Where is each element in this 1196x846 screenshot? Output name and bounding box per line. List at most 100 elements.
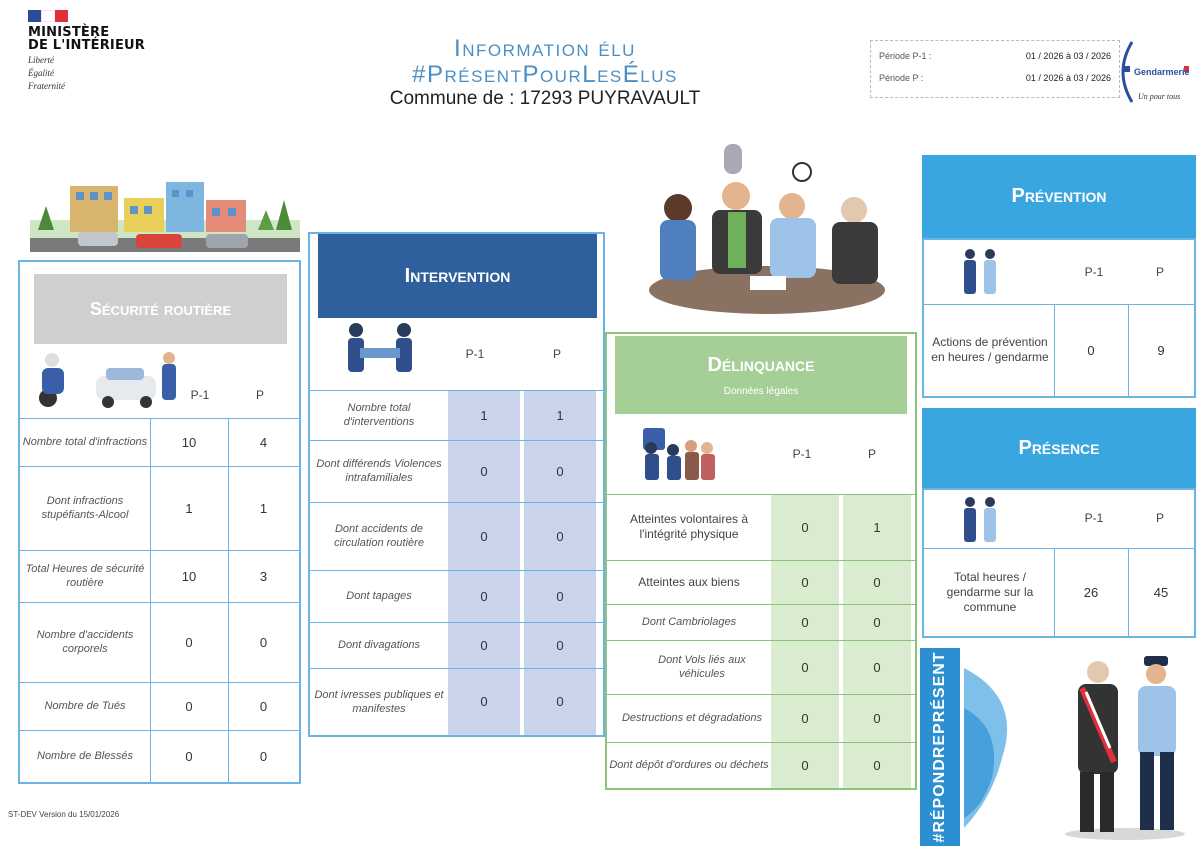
delinquance-row6-p: 0 [873, 757, 881, 773]
intervention-row5-p: 0 [556, 637, 564, 653]
securite-row5-p1: 0 [185, 698, 193, 714]
securite-row3-label: Total Heures de sécurité routière [25, 563, 145, 589]
prevention-panel: P-1 P Actions de prévention en heures / … [922, 238, 1196, 398]
delinquance-subtitle: Données légales [723, 386, 799, 397]
prevention-header: Prévention [922, 155, 1196, 238]
intervention-row6-label: Dont ivresses publiques et manifestes [314, 688, 444, 715]
intervention-col-p: P [552, 347, 561, 361]
title-information-elu: Information élu [454, 35, 636, 62]
presence-title: Présence [1018, 436, 1100, 459]
securite-col-p: P [255, 388, 264, 402]
delinquance-row1-p1: 0 [801, 519, 809, 535]
motto-3: Fraternité [28, 81, 65, 91]
securite-col-p1: P-1 [190, 388, 210, 402]
securite-row1-p1: 10 [181, 434, 197, 450]
securite-row4-label: Nombre d'accidents corporels [36, 629, 134, 655]
french-flag-icon [28, 10, 69, 22]
prevention-col-p1: P-1 [1084, 265, 1104, 279]
intervention-row3-p: 0 [556, 528, 564, 544]
gendarmerie-signature: Un pour tous [1138, 92, 1181, 101]
ministry-name-line2: DE L'INTÉRIEUR [28, 38, 146, 53]
presence-header: Présence [922, 408, 1196, 488]
securite-row4-p: 0 [259, 634, 268, 650]
repondre-present-banner: #RÉPONDREPRÉSENT [920, 648, 960, 846]
period-label-p: Période P : [879, 73, 924, 83]
delinquance-row3-p: 0 [873, 614, 881, 630]
securite-row3-p: 3 [259, 568, 268, 584]
securite-row5-label: Nombre de Tués [44, 700, 126, 712]
securite-routiere-panel: Sécurité routière P-1 P Nombre total d'i… [18, 260, 301, 784]
meeting-illustration-icon [649, 144, 885, 314]
delinquance-row2-p: 0 [873, 574, 881, 590]
intervention-row3-p1: 0 [480, 528, 488, 544]
gendarmerie-logo-icon [1121, 41, 1189, 103]
securite-row6-label: Nombre de Blessés [37, 750, 133, 762]
presence-panel: P-1 P Total heures / gendarme sur la com… [922, 488, 1196, 638]
delinquance-row3-p1: 0 [801, 614, 809, 630]
intervention-row4-p: 0 [556, 588, 564, 604]
prevention-row1-p: 9 [1157, 342, 1165, 358]
period-value-p1: 01 / 2026 à 03 / 2026 [1025, 51, 1111, 61]
presence-row1-p1: 26 [1083, 584, 1099, 600]
delinquance-row4-p1: 0 [801, 659, 809, 675]
delinquance-row1-label: Atteintes volontaires à l'intégrité phys… [629, 512, 749, 541]
prevention-title: Prévention [1011, 185, 1107, 207]
presence-col-p: P [1155, 511, 1164, 525]
delinquance-panel: Délinquance Données légales P-1 P Attein… [605, 332, 917, 790]
securite-row2-p: 1 [259, 500, 268, 516]
intervention-row1-label: Nombre total d'interventions [343, 402, 415, 428]
intervention-row2-p1: 0 [480, 463, 488, 479]
prevention-row1-p1: 0 [1087, 342, 1095, 358]
securite-routiere-title: Sécurité routière [34, 274, 287, 344]
delinquance-row2-label: Atteintes aux biens [638, 575, 740, 589]
gendarmes-stretcher-icon [348, 323, 412, 372]
prevention-col-p: P [1155, 265, 1164, 279]
document-title: Information élu #PrésentPourLesÉlus Comm… [330, 36, 760, 110]
blue-wings-icon [964, 668, 1008, 828]
delinquance-row4-label: Dont Vols liés aux véhicules [658, 654, 746, 680]
intervention-row2-label: Dont différends Violences intrafamiliale… [316, 458, 442, 484]
delinquance-row3-label: Dont Cambriolages [641, 616, 737, 628]
securite-row3-p1: 10 [181, 568, 197, 584]
delinquance-row4-p: 0 [873, 659, 881, 675]
delinquance-row2-p1: 0 [801, 574, 809, 590]
gendarmes-pair-icon-2 [964, 497, 996, 542]
repondre-present-text: #RÉPONDREPRÉSENT [931, 651, 948, 843]
delinquance-row5-label: Destructions et dégradations [621, 712, 763, 724]
delinquance-row1-p: 1 [873, 519, 881, 535]
title-hashtag: #PrésentPourLesÉlus [412, 61, 678, 88]
prevention-row1-label: Actions de prévention en heures / gendar… [931, 335, 1049, 364]
securite-row2-p1: 1 [185, 500, 193, 516]
intervention-row1-p1: 1 [480, 407, 488, 423]
gendarmerie-name: Gendarmerie [1134, 67, 1190, 77]
securite-row1-label: Nombre total d'infractions [22, 436, 148, 448]
presence-col-p1: P-1 [1084, 511, 1104, 525]
delinquance-row5-p1: 0 [801, 710, 809, 726]
intervention-row5-p1: 0 [480, 637, 488, 653]
intervention-row4-p1: 0 [480, 588, 488, 604]
ministry-name-line1: MINISTÈRE [28, 25, 110, 40]
intervention-row3-label: Dont accidents de circulation routière [334, 523, 424, 549]
intervention-row6-p: 0 [556, 694, 564, 709]
ministry-logo: MINISTÈRE DE L'INTÉRIEUR Liberté Égalité… [28, 10, 188, 91]
intervention-row6-p1: 0 [480, 694, 488, 709]
intervention-title: Intervention [318, 234, 597, 318]
mayor-and-gendarme-icon [1065, 656, 1185, 840]
securite-row5-p: 0 [259, 698, 268, 714]
delinquance-row5-p: 0 [873, 710, 881, 726]
securite-row6-p1: 0 [185, 748, 193, 764]
intervention-row2-p: 0 [556, 463, 564, 479]
period-box: Période P-1 : 01 / 2026 à 03 / 2026 Péri… [870, 40, 1120, 98]
delinquance-col-p: P [867, 447, 876, 461]
intervention-row5-label: Dont divagations [338, 639, 420, 651]
intervention-col-p1: P-1 [465, 347, 485, 361]
delinquance-col-p1: P-1 [792, 447, 812, 461]
intervention-panel: Intervention P-1 P Nombre total d'interv… [308, 232, 605, 737]
motto-1: Liberté [28, 55, 54, 65]
motto-2: Égalité [28, 68, 54, 78]
footer-version: ST-DEV Version du 15/01/2026 [8, 810, 120, 819]
presence-row1-label: Total heures / gendarme sur la commune [946, 569, 1034, 614]
securite-row1-p: 4 [259, 434, 268, 450]
securite-row6-p: 0 [259, 748, 268, 764]
period-value-p: 01 / 2026 à 03 / 2026 [1025, 73, 1111, 83]
